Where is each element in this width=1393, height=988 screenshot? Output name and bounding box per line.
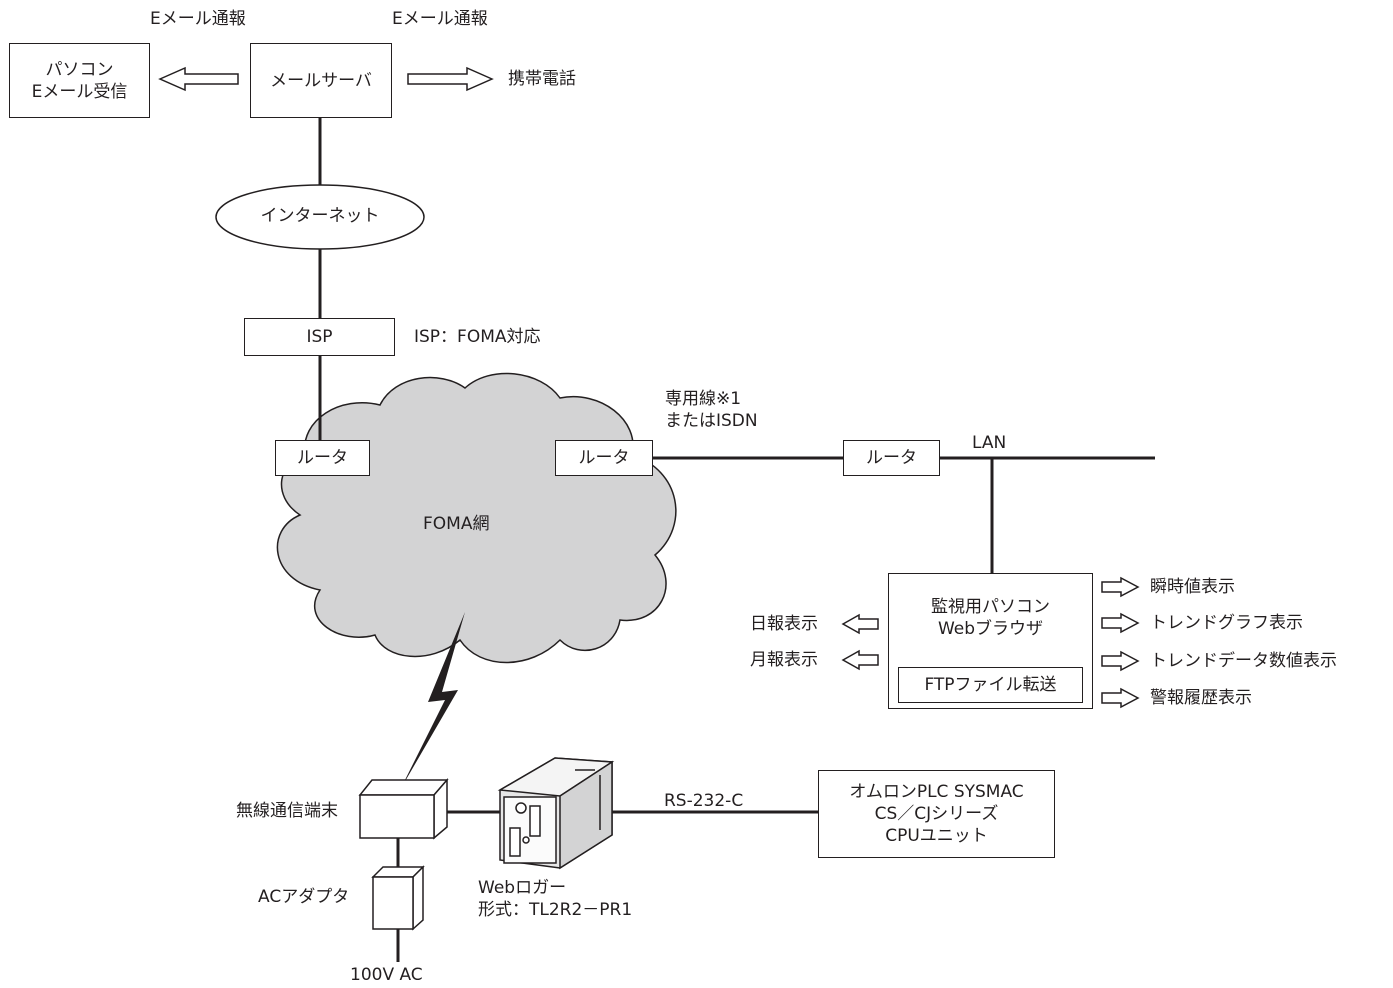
arrow-right-icon (1101, 612, 1140, 634)
mobile-phone-label: 携帯電話 (508, 69, 576, 89)
arrow-left-icon (841, 613, 879, 635)
ftp-transfer-box: FTPファイル転送 (898, 667, 1083, 703)
monitor-pc-line: Webブラウザ (937, 619, 1044, 639)
router-box: ルータ (555, 440, 653, 476)
leased-line-line: またはISDN (665, 411, 758, 431)
pc-email-line: パソコン (45, 59, 114, 80)
rs232c-label: RS-232-C (664, 791, 744, 811)
isp-box: ISP (244, 318, 395, 356)
monthly-report-label: 月報表示 (750, 650, 818, 670)
plc-line: オムロンPLC SYSMAC (849, 782, 1024, 802)
isp-note: ISP：FOMA対応 (414, 327, 541, 347)
foma-network-label: FOMA網 (423, 514, 490, 534)
alarm-history-label: 警報履歴表示 (1150, 688, 1252, 708)
router-box: ルータ (275, 440, 370, 476)
isp-label: ISP (306, 327, 333, 347)
daily-report-label: 日報表示 (750, 614, 818, 634)
router-label: ルータ (578, 448, 630, 468)
web-logger-line: Webロガー (478, 878, 567, 898)
monitor-pc-line: 監視用パソコン (931, 597, 1050, 617)
ac-adapter-label: ACアダプタ (258, 887, 350, 907)
arrow-left-icon (841, 649, 879, 671)
arrow-right-icon (407, 66, 494, 92)
trend-data-label: トレンドデータ数値表示 (1150, 651, 1337, 671)
arrow-right-icon (1101, 650, 1140, 672)
arrow-right-icon (1101, 687, 1140, 709)
internet-label: インターネット (260, 206, 380, 226)
lan-label: LAN (972, 433, 1007, 453)
wireless-terminal-label: 無線通信端末 (236, 801, 338, 821)
mail-server-label: メールサーバ (270, 70, 372, 91)
router-box: ルータ (843, 440, 940, 476)
internet-ellipse (215, 184, 425, 250)
leased-line-line: 専用線※1 (665, 389, 742, 409)
mail-server-box: メールサーバ (250, 43, 392, 118)
router-label: ルータ (866, 448, 917, 468)
leased-line-label: 専用線※1 またはISDN (665, 388, 758, 432)
ac-adapter-device (371, 865, 425, 931)
email-notice-label: Eメール通報 (392, 9, 488, 29)
plc-line: CS／CJシリーズ (874, 804, 999, 824)
plc-line: CPUユニット (885, 826, 988, 846)
web-logger-label: Webロガー 形式：TL2R2－PR1 (478, 877, 632, 921)
plc-box: オムロンPLC SYSMAC CS／CJシリーズ CPUユニット (818, 770, 1055, 858)
trend-graph-label: トレンドグラフ表示 (1150, 613, 1303, 633)
instant-value-label: 瞬時値表示 (1150, 577, 1235, 597)
wireless-terminal-device (358, 777, 449, 840)
email-notice-label: Eメール通報 (150, 9, 246, 29)
ftp-transfer-label: FTPファイル転送 (924, 675, 1057, 695)
router-label: ルータ (297, 448, 348, 468)
web-logger-line: 形式：TL2R2－PR1 (478, 900, 633, 920)
pc-email-box: パソコン Eメール受信 (9, 43, 150, 118)
pc-email-line: Eメール受信 (31, 81, 128, 102)
lightning-bolt-icon (400, 612, 465, 790)
web-logger-device (497, 757, 615, 870)
arrow-right-icon (1101, 576, 1140, 598)
arrow-left-icon (158, 66, 239, 92)
power-label: 100V AC (350, 965, 423, 985)
